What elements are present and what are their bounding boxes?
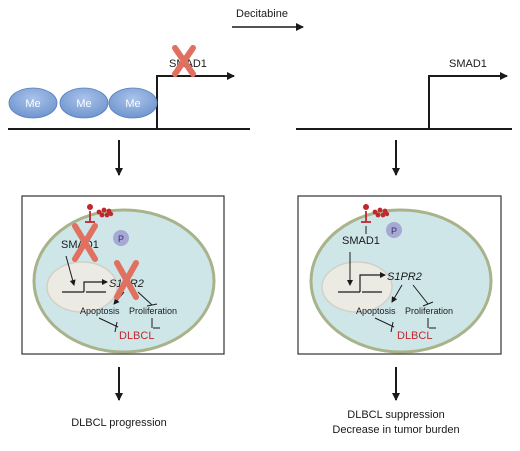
left-phospho-badge: P (113, 230, 129, 246)
left-cell-panel: SMAD1 P S1PR2 Apoptosis Proliferation DL… (21, 195, 225, 355)
left-receptor-icon (85, 204, 95, 223)
right-promoter: SMAD1 (296, 58, 512, 130)
right-inhibit-bar-1 (422, 301, 434, 307)
right-apoptosis-label: Apoptosis (356, 306, 396, 316)
right-to-apoptosis-arrow (391, 284, 403, 303)
methyl-mark-1: Me (8, 87, 58, 119)
right-gene-label: SMAD1 (449, 58, 487, 70)
svg-text:Me: Me (76, 98, 91, 110)
right-nucleus (321, 261, 393, 313)
left-ligand-cluster-icon (96, 207, 114, 218)
left-smad-x-mark (72, 223, 98, 262)
svg-text:P: P (118, 234, 124, 244)
methyl-mark-2: Me (59, 87, 109, 119)
decitabine-arrow: Decitabine (232, 8, 304, 31)
right-proliferation-label: Proliferation (405, 306, 453, 316)
left-promoter-arrow (83, 279, 108, 292)
left-inhibit-bar-1 (146, 303, 158, 307)
right-target-gene-label: S1PR2 (387, 271, 422, 283)
left-nucleus (46, 261, 118, 313)
methyl-mark-3: Me (108, 87, 158, 119)
drug-label: Decitabine (236, 8, 288, 20)
left-apoptosis-label: Apoptosis (80, 306, 120, 316)
svg-text:Me: Me (125, 98, 140, 110)
right-cell-membrane (309, 208, 493, 354)
left-outcome-label: DLBCL progression (71, 417, 167, 429)
left-tss-arrow (156, 72, 235, 129)
right-outcome-label-1: DLBCL suppression (347, 409, 444, 421)
right-smad-label: SMAD1 (342, 235, 380, 247)
right-inhibit-bar-2 (390, 321, 394, 333)
right-phospho-badge: P (386, 222, 402, 238)
left-smad-to-nucleus-arrow (65, 255, 76, 286)
left-gene-x-mark (172, 45, 196, 77)
left-inhibit-bar-2 (114, 321, 118, 333)
right-promoter-arrow (359, 272, 386, 292)
right-outcome-label-2: Decrease in tumor burden (332, 424, 459, 436)
left-to-proliferation-inhibit (137, 291, 153, 306)
svg-text:Me: Me (25, 98, 40, 110)
right-cell-panel: SMAD1 P S1PR2 Apoptosis Proliferation DL… (297, 195, 502, 355)
left-disease-label: DLBCL (119, 330, 154, 342)
left-s1pr2-x-mark (114, 260, 139, 300)
left-proliferation-label: Proliferation (129, 306, 177, 316)
left-promoter: Me Me Me SMAD1 (8, 45, 250, 130)
left-apoptosis-inhibit-line (98, 317, 119, 328)
right-tss-arrow (428, 72, 508, 129)
right-disease-label: DLBCL (397, 330, 432, 342)
right-apoptosis-inhibit-line (374, 317, 395, 328)
svg-text:P: P (391, 226, 397, 236)
right-ligand-cluster-icon (372, 207, 390, 218)
right-receptor-icon (361, 204, 371, 223)
right-to-proliferation-inhibit (412, 284, 429, 305)
